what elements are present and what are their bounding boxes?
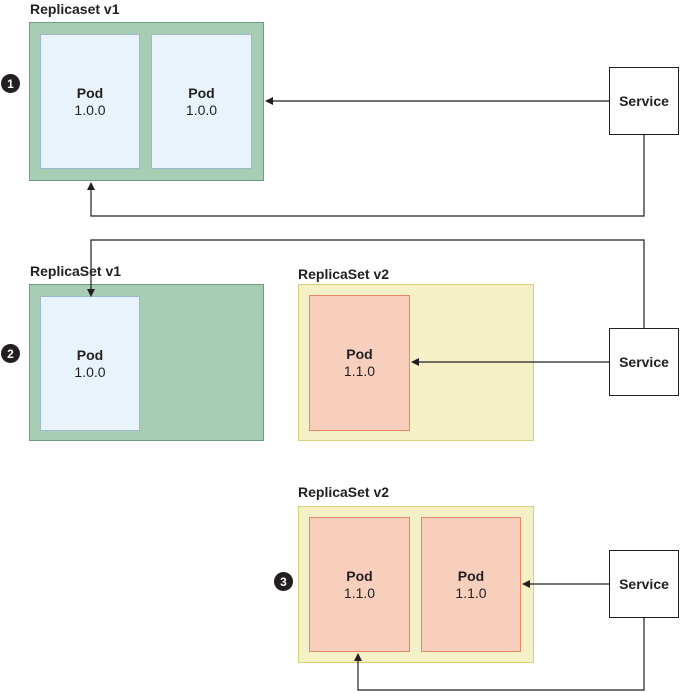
stage1-replicaset-label: Replicaset v1 [30,1,120,17]
pod-title: Pod [76,346,104,363]
pod-version: 1.1.0 [455,584,487,601]
stage1-pod-2: Pod 1.0.0 [151,34,252,169]
stage2-replicaset-v1-label: ReplicaSet v1 [30,263,122,279]
pod-version: 1.1.0 [343,584,376,601]
step-3-marker: 3 [274,572,293,591]
stage2-pod-v2: Pod 1.1.0 [309,295,410,431]
pod-version: 1.0.0 [74,101,106,118]
stage1-pod-1: Pod 1.0.0 [40,34,140,169]
pod-version: 1.1.0 [343,363,376,379]
stage3-return-arrow [354,618,645,691]
step-2-marker: 2 [1,344,20,363]
pod-version: 1.0.0 [74,363,106,380]
stage1-return-arrow [87,135,645,217]
stage3-replicaset-label: ReplicaSet v2 [298,484,390,500]
pod-title: Pod [457,567,485,584]
stage2-replicaset-v2-label: ReplicaSet v2 [298,266,390,282]
pod-title: Pod [188,84,215,101]
pod-title: Pod [76,84,104,101]
stage3-pod-2: Pod 1.1.0 [421,517,521,652]
stage3-pod-1: Pod 1.1.0 [309,517,410,652]
pod-title: Pod [346,346,373,362]
step-1-marker: 1 [1,74,20,93]
stage2-service-to-replicaset-v1-arrow [87,239,645,328]
stage1-service: Service [609,67,679,135]
stage3-service: Service [609,550,679,618]
stage2-pod-v1: Pod 1.0.0 [40,296,140,431]
stage2-service: Service [609,328,679,396]
pod-title: Pod [346,567,373,584]
pod-version: 1.0.0 [185,101,218,118]
